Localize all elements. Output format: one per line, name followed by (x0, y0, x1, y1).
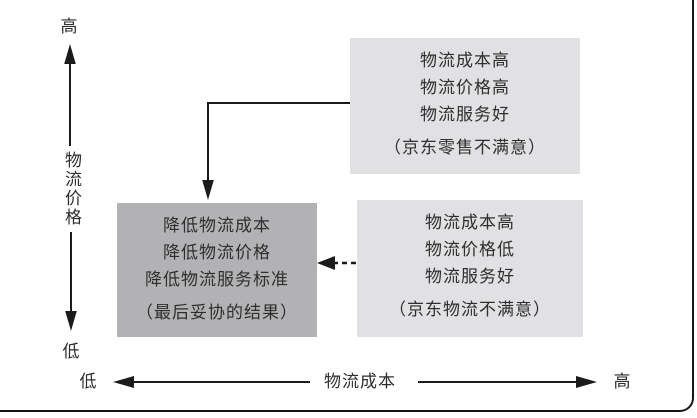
x-axis-title: 物流成本 (324, 372, 396, 391)
y-axis-low-label: 低 (62, 342, 80, 361)
box-note: （最后妥协的结果） (136, 303, 298, 322)
x-axis-left-arrow (113, 376, 310, 388)
box-note: （京东物流不满意） (389, 300, 551, 319)
box-line: 物流价格低 (425, 240, 515, 259)
box-line: 物流服务好 (425, 267, 515, 286)
y-axis-up-arrow (64, 44, 76, 146)
box-jd-retail-unsatisfied: 物流成本高 物流价格高 物流服务好 （京东零售不满意） (350, 38, 580, 174)
x-axis-low-label: 低 (79, 372, 97, 391)
x-axis-right-arrow (418, 376, 597, 388)
x-axis-high-label: 高 (613, 372, 631, 391)
box-line: 降低物流服务标准 (145, 270, 289, 289)
box-line: 降低物流成本 (163, 216, 271, 235)
box-line: 物流成本高 (420, 51, 510, 70)
y-axis-down-arrow (65, 232, 77, 331)
y-axis-title: 物流价格 (62, 151, 81, 227)
box-compromise-result: 降低物流成本 降低物流价格 降低物流服务标准 （最后妥协的结果） (117, 203, 317, 337)
box-note: （京东零售不满意） (384, 138, 546, 157)
y-axis-high-label: 高 (60, 17, 78, 36)
box-line: 物流服务好 (420, 105, 510, 124)
box-line: 物流成本高 (425, 213, 515, 232)
box-line: 物流价格高 (420, 78, 510, 97)
box-line: 降低物流价格 (163, 243, 271, 262)
dashed-arrow (317, 256, 356, 270)
box-jd-logistics-unsatisfied: 物流成本高 物流价格低 物流服务好 （京东物流不满意） (357, 200, 583, 337)
elbow-arrow (202, 102, 350, 200)
